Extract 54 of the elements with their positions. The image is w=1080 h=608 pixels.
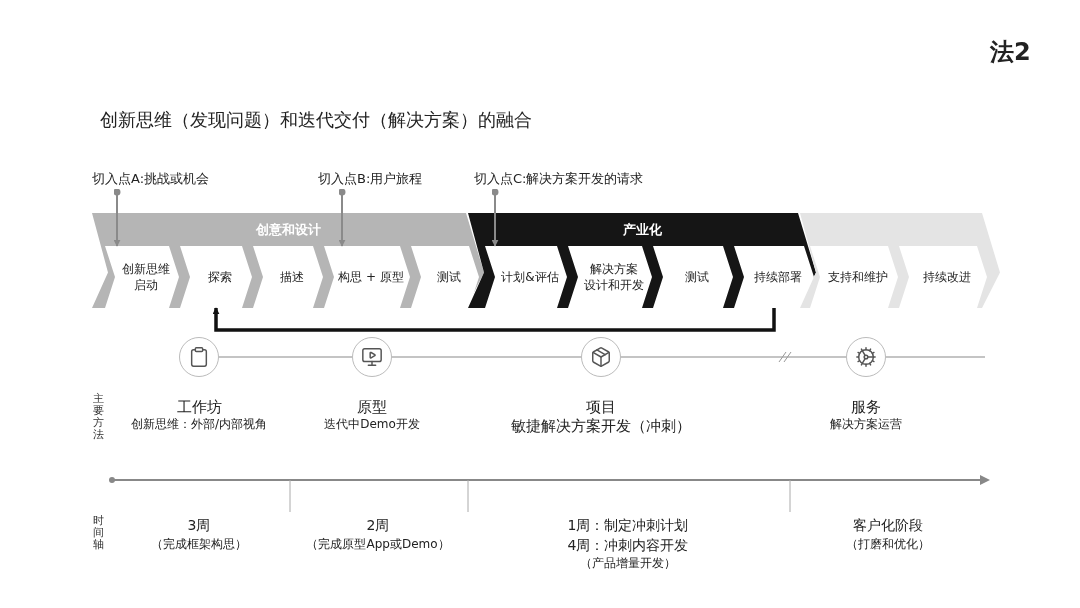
arrow xyxy=(491,188,499,247)
timeline-label: 客户化阶段 xyxy=(853,517,923,534)
entry-point-label: 切入点A:挑战或机会 xyxy=(92,170,242,188)
connector-line xyxy=(620,356,847,358)
method-description: 创新思维：外部/内部视角 xyxy=(131,417,267,432)
method-description: 迭代中Demo开发 xyxy=(324,417,420,432)
diagram-title: 创新思维（发现问题）和迭代交付（解决方案）的融合 xyxy=(100,108,532,132)
method-description: 敏捷解决方案开发（冲刺） xyxy=(511,417,691,435)
axis-label: 时间轴 xyxy=(93,515,104,552)
timeline-label: （完成原型App或Demo） xyxy=(306,537,450,552)
step-label: 计划&评估 xyxy=(501,269,559,285)
method-title: 服务 xyxy=(851,398,881,416)
timeline-label: 4周：冲刺内容开发 xyxy=(567,537,689,554)
arrow xyxy=(113,188,121,247)
step-label: 设计和开发 xyxy=(584,277,644,293)
step-label: 持续部署 xyxy=(754,269,802,285)
icon-circle xyxy=(581,337,621,377)
step-label: 解决方案 xyxy=(590,261,638,277)
step-label: 构思 + 原型 xyxy=(338,269,404,285)
connector-line xyxy=(391,356,582,358)
page-number: 法2 xyxy=(990,38,1031,67)
method-title: 项目 xyxy=(586,398,616,416)
step-label: 测试 xyxy=(437,269,461,285)
process-step xyxy=(810,246,898,308)
feedback-arrow xyxy=(212,307,776,332)
entry-point-label: 切入点B:用户旅程 xyxy=(318,170,448,188)
axis-label: 主要方法 xyxy=(93,393,104,442)
step-label: 描述 xyxy=(280,269,304,285)
method-title: 原型 xyxy=(357,398,387,416)
entry-point-label: 切入点C:解决方案开发的请求 xyxy=(474,170,674,188)
phase-title: 创意和设计 xyxy=(255,221,321,239)
timeline-label: （打磨和优化） xyxy=(846,537,930,552)
connector-line xyxy=(218,356,353,358)
step-label: 支持和维护 xyxy=(828,269,888,285)
process-step xyxy=(324,246,410,308)
step-label: 启动 xyxy=(134,277,158,293)
timeline-label: 1周：制定冲刺计划 xyxy=(567,517,689,534)
step-label: 持续改进 xyxy=(923,269,971,285)
icon-circle xyxy=(352,337,392,377)
timeline-label: （完成框架构思） xyxy=(151,537,247,552)
process-step xyxy=(899,246,987,308)
step-label: 探索 xyxy=(208,269,232,285)
timeline-label: 3周 xyxy=(187,517,211,534)
method-title: 工作坊 xyxy=(176,398,222,416)
icon-circle xyxy=(179,337,219,377)
timeline-label: 2周 xyxy=(366,517,390,534)
connector-line xyxy=(885,356,986,358)
method-description: 解决方案运营 xyxy=(830,417,902,432)
timeline-label: （产品增量开发） xyxy=(580,556,676,571)
phase-title: 产业化 xyxy=(622,221,662,239)
arrow xyxy=(338,188,346,247)
step-label: 测试 xyxy=(685,269,709,285)
step-label: 创新思维 xyxy=(122,261,170,277)
icon-circle xyxy=(846,337,886,377)
